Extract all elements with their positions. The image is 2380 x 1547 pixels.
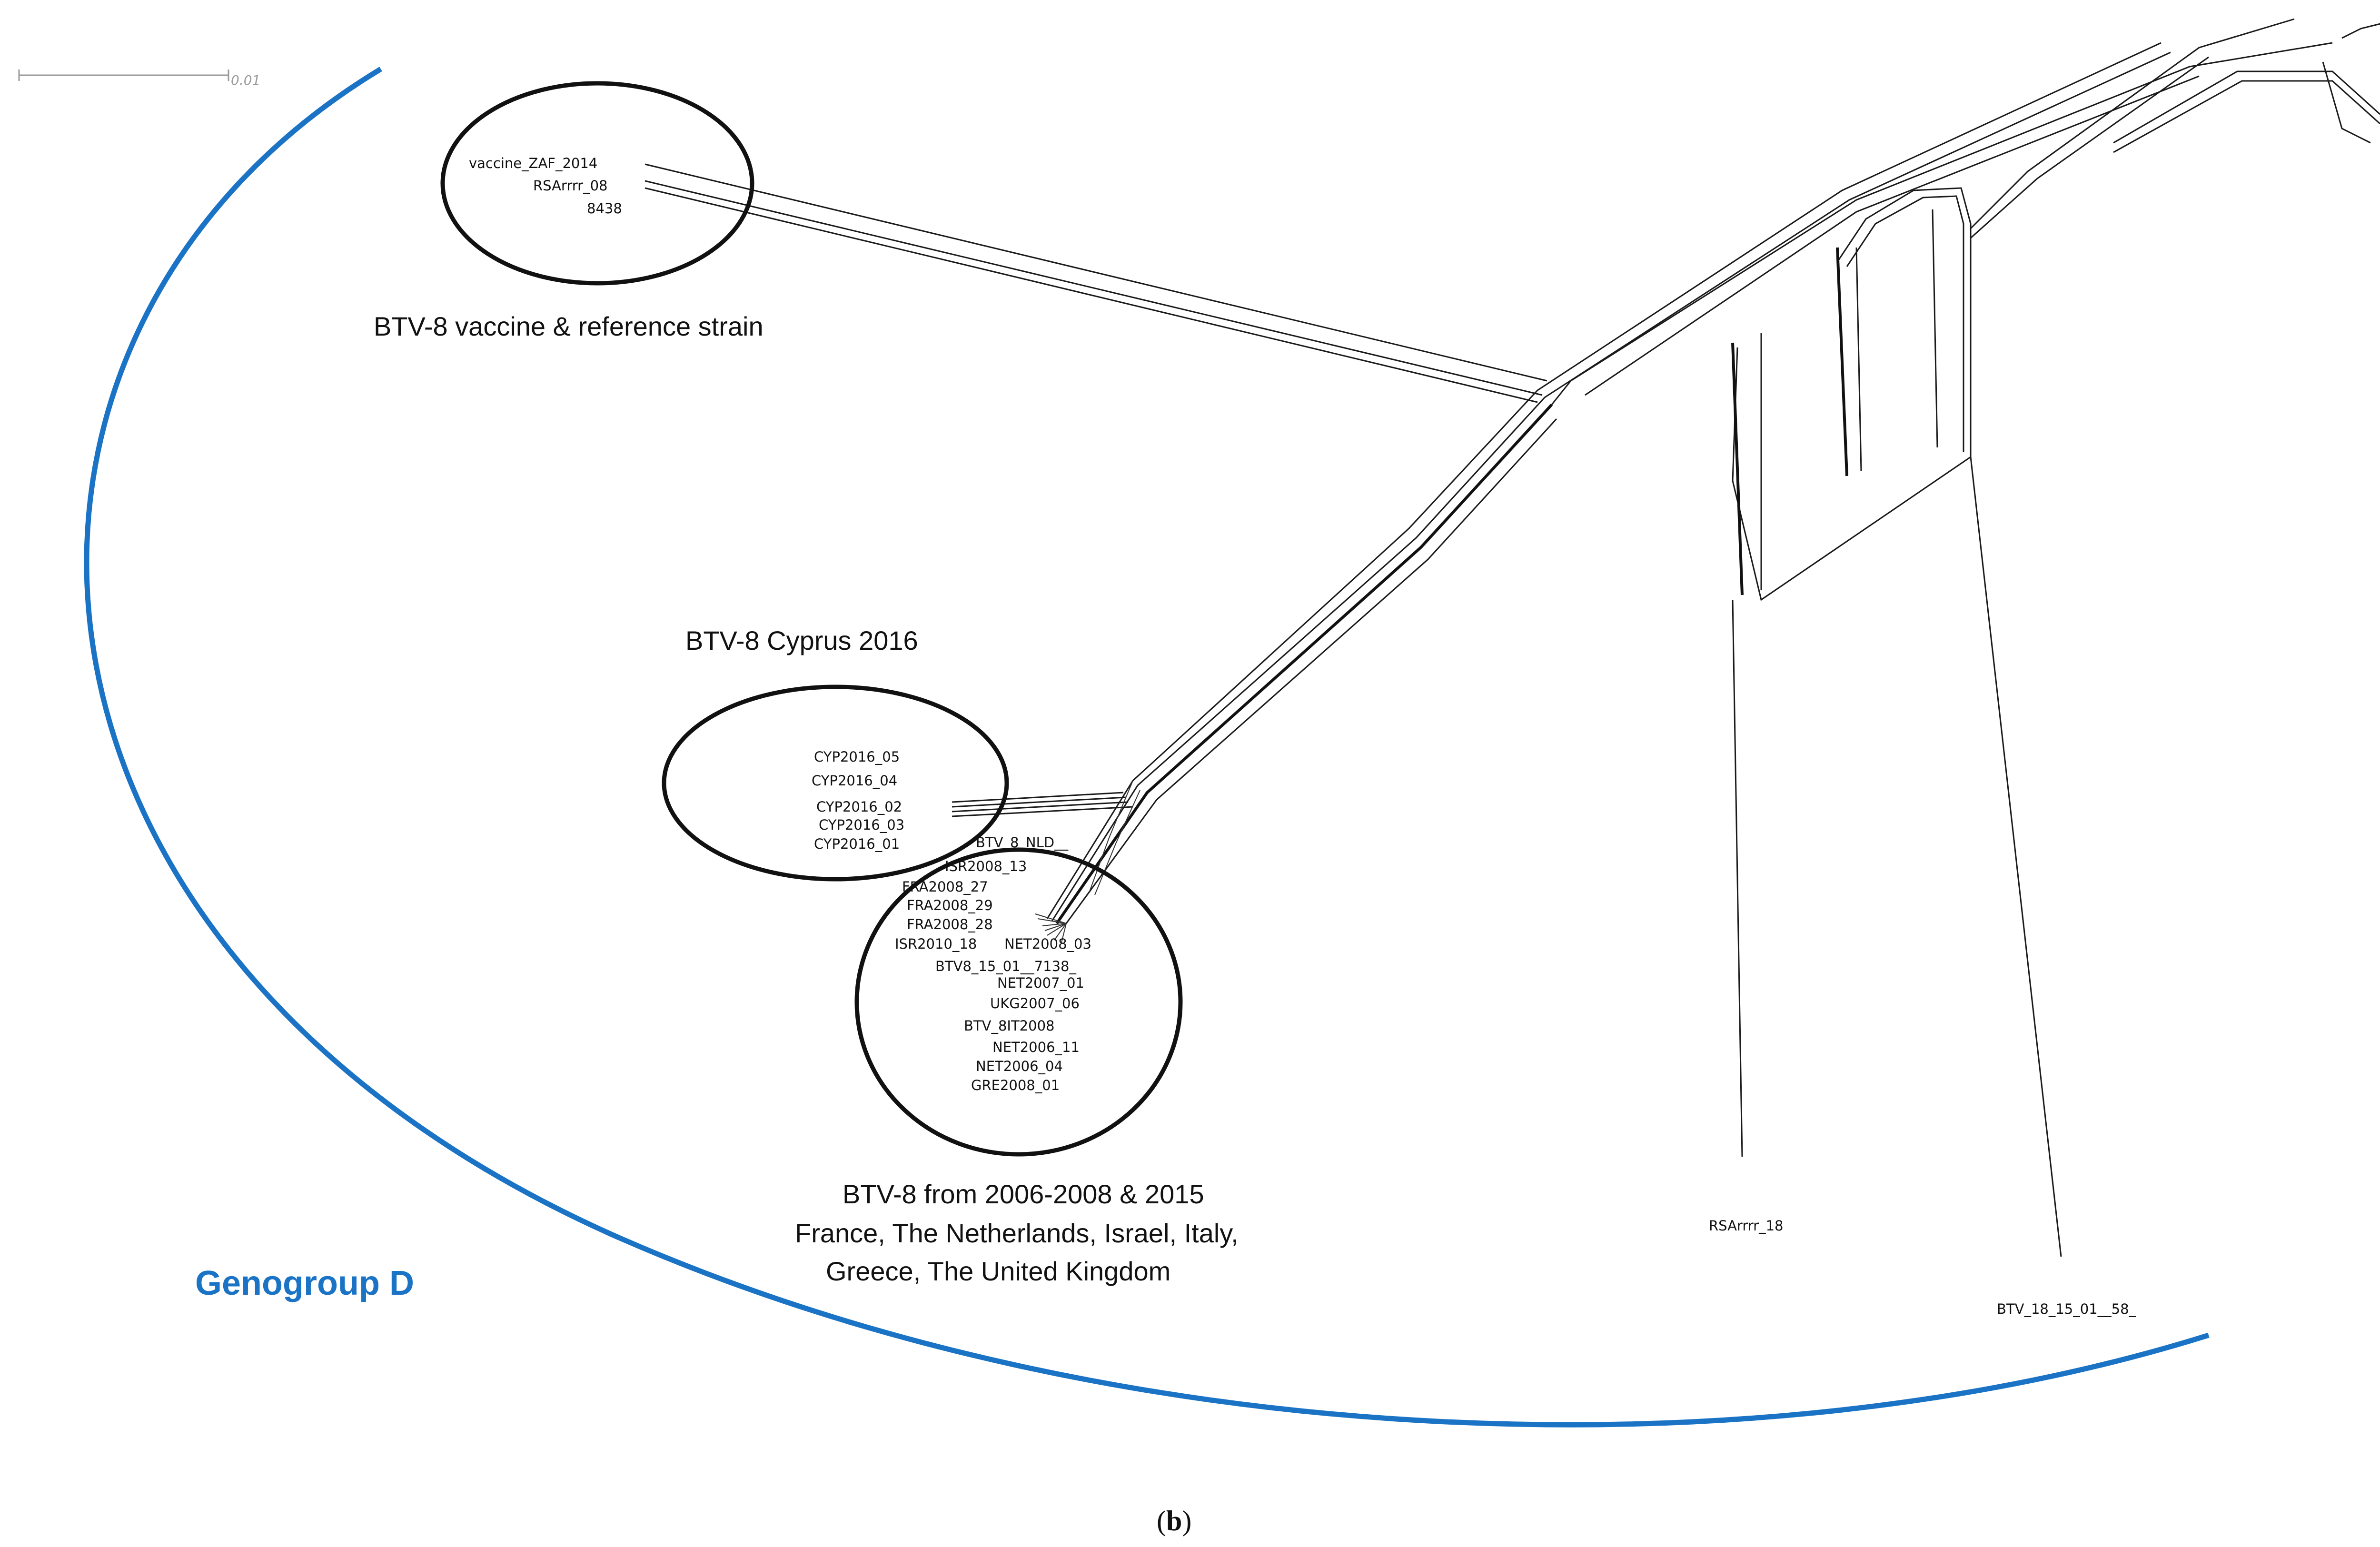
- leaf-label: CYP2016_05: [814, 749, 900, 765]
- leaf-label: RSArrrr_18: [1709, 1218, 1784, 1234]
- leaf-label: RSArrrr_08: [533, 178, 608, 194]
- leaf-label: BTV_8IT2008: [964, 1018, 1054, 1034]
- leaf-label: 8438: [587, 200, 622, 217]
- europe-cluster-caption-line-3: Greece, The United Kingdom: [826, 1256, 1170, 1286]
- leaf-label: FRA2008_28: [907, 916, 993, 932]
- leaf-label: GRE2008_01: [971, 1077, 1060, 1093]
- panel-label: (b): [1157, 1505, 1191, 1537]
- genogroup-d-arc: [84, 67, 2210, 1428]
- leaf-label: FRA2008_27: [902, 879, 988, 895]
- cyprus-cluster: BTV-8 Cyprus 2016 CYP2016_05 CYP2016_04 …: [662, 625, 1009, 882]
- cyprus-cluster-ring: [662, 684, 1009, 882]
- leaf-label: NET2007_01: [997, 975, 1084, 991]
- leaf-label: NET2006_04: [976, 1058, 1063, 1074]
- vaccine-cluster-ring: [440, 81, 754, 286]
- vaccine-reference-cluster: vaccine_ZAF_2014 RSArrrr_08 8438 BTV-8 v…: [374, 81, 764, 341]
- leaf-label: ISR2008_13: [945, 858, 1027, 874]
- europe-cluster: BTV_8_NLD__ ISR2008_13 FRA2008_27 FRA200…: [795, 834, 1239, 1286]
- leaf-label: NET2006_11: [992, 1039, 1080, 1055]
- leaf-label: FRA2008_29: [907, 897, 993, 913]
- europe-cluster-caption-line-1: BTV-8 from 2006-2008 & 2015: [843, 1179, 1204, 1209]
- genogroup-label: Genogroup D: [195, 1264, 414, 1302]
- cyprus-cluster-caption: BTV-8 Cyprus 2016: [685, 625, 918, 655]
- leaf-label: BTV8_15_01__7138_: [935, 958, 1077, 974]
- leaf-label: CYP2016_02: [816, 799, 902, 815]
- leaf-label: NET2008_03: [1004, 936, 1091, 952]
- leaf-label: vaccine_ZAF_2014: [469, 155, 597, 171]
- europe-cluster-ring: [854, 847, 1183, 1157]
- leaf-label: UKG2007_06: [990, 995, 1080, 1012]
- leaf-label: CYP2016_04: [812, 773, 897, 789]
- leaf-label: CYP2016_03: [819, 817, 904, 833]
- scale-bar-label: 0.01: [231, 72, 260, 88]
- scale-bar: 0.01: [18, 69, 260, 88]
- europe-cluster-caption-line-2: France, The Netherlands, Israel, Italy,: [795, 1218, 1239, 1248]
- vaccine-cluster-caption: BTV-8 vaccine & reference strain: [374, 311, 764, 341]
- splits-network: [645, 18, 2380, 1257]
- leaf-label: ISR2010_18: [895, 936, 977, 952]
- leaf-label: BTV_8_NLD__: [976, 834, 1069, 851]
- leaf-label: BTV_18_15_01__58_: [1997, 1301, 2136, 1317]
- leaf-label: CYP2016_01: [814, 836, 900, 852]
